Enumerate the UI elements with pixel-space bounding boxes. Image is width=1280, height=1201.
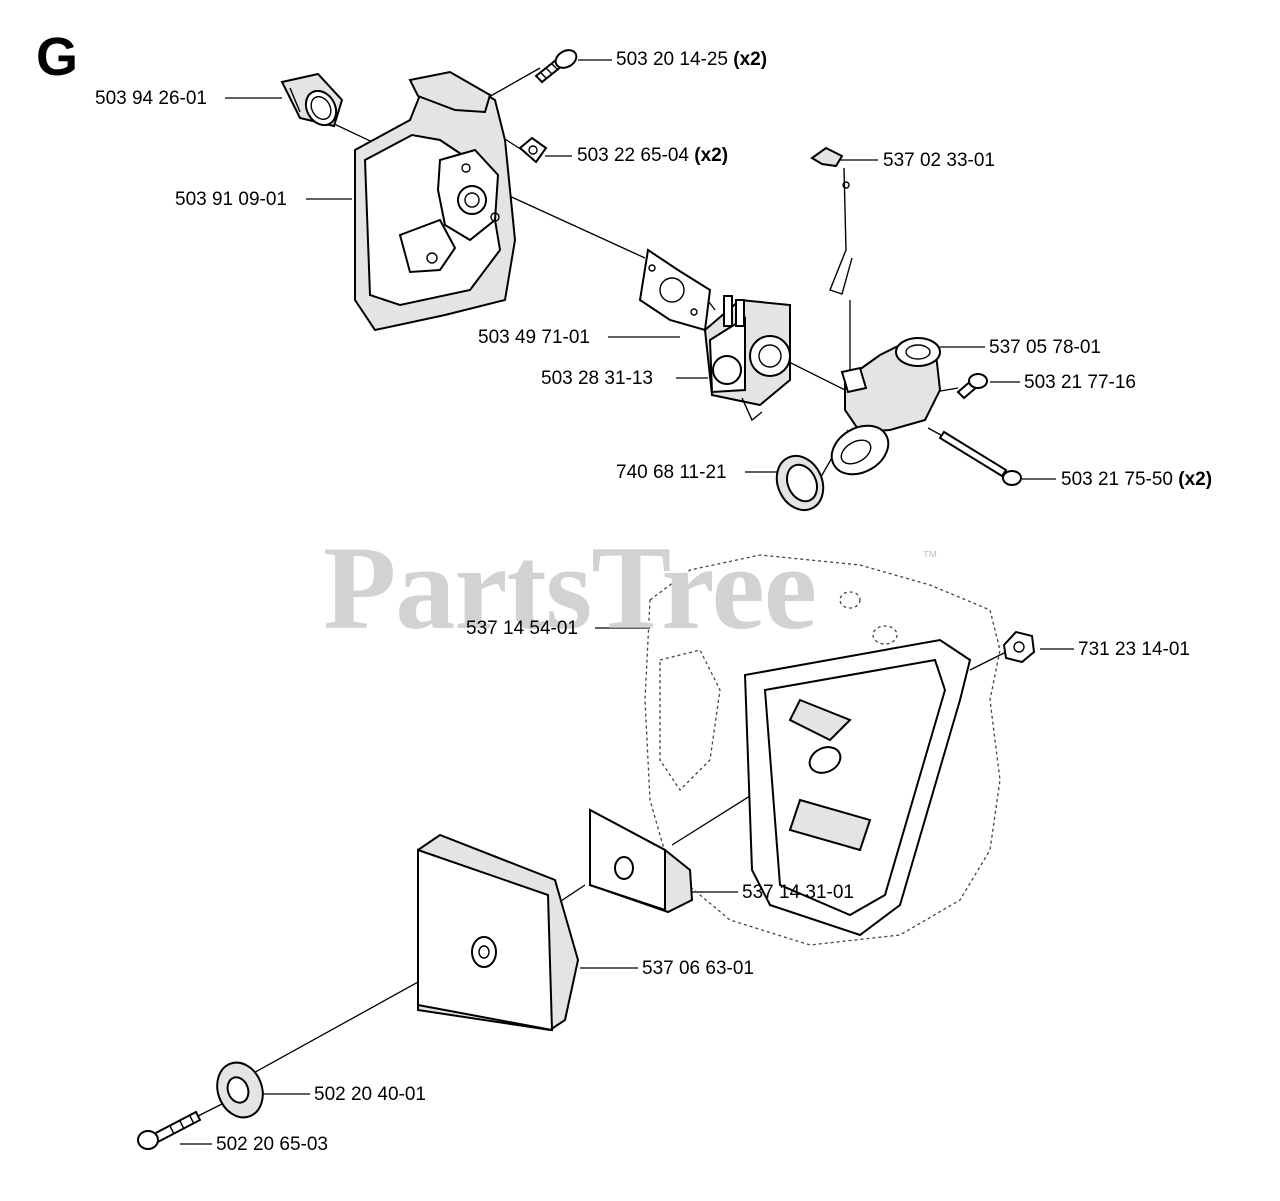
screw-part-right bbox=[956, 373, 988, 400]
choke-lever-part bbox=[810, 146, 853, 295]
gasket-part bbox=[638, 248, 712, 332]
part-number: 537 14 31-01 bbox=[742, 882, 854, 903]
filter-cover-part bbox=[417, 833, 580, 1032]
part-number: 503 94 26-01 bbox=[95, 88, 207, 109]
knob-part bbox=[216, 1061, 264, 1119]
part-number: 503 21 75-50 bbox=[1061, 469, 1173, 490]
trademark-symbol: ™ bbox=[922, 549, 938, 566]
part-label[interactable]: 503 91 09-01 bbox=[175, 190, 287, 209]
part-label[interactable]: 503 21 77-16 bbox=[1024, 373, 1136, 392]
section-letter: G bbox=[36, 27, 79, 87]
carb-adapter-part bbox=[830, 337, 942, 476]
square-nut-part bbox=[518, 136, 548, 164]
part-label[interactable]: 537 05 78-01 bbox=[989, 338, 1101, 357]
part-number: 537 06 63-01 bbox=[642, 958, 754, 979]
part-label[interactable]: 502 20 65-03 bbox=[216, 1135, 328, 1154]
part-number: 537 05 78-01 bbox=[989, 337, 1101, 358]
part-number: 503 91 09-01 bbox=[175, 189, 287, 210]
long-screw-part bbox=[938, 430, 1022, 486]
part-label[interactable]: 537 06 63-01 bbox=[642, 959, 754, 978]
part-label[interactable]: 503 21 75-50 (x2) bbox=[1061, 470, 1212, 489]
carburetor-part bbox=[703, 295, 791, 422]
part-label[interactable]: 503 49 71-01 bbox=[478, 328, 590, 347]
part-label[interactable]: 537 02 33-01 bbox=[883, 151, 995, 170]
part-number: 503 20 14-25 bbox=[616, 49, 728, 70]
bolt-part bbox=[137, 1110, 202, 1150]
part-number: 503 28 31-13 bbox=[541, 368, 653, 389]
part-label[interactable]: 503 20 14-25 (x2) bbox=[616, 50, 767, 69]
filter-element-part bbox=[589, 808, 694, 914]
part-label[interactable]: 740 68 11-21 bbox=[616, 463, 727, 482]
part-number: 503 22 65-04 bbox=[577, 145, 689, 166]
part-label[interactable]: 503 28 31-13 bbox=[541, 369, 653, 388]
watermark-text: PartsTree bbox=[323, 521, 817, 654]
part-label[interactable]: 503 22 65-04 (x2) bbox=[577, 146, 728, 165]
part-number: 503 21 77-16 bbox=[1024, 372, 1136, 393]
part-label[interactable]: 537 14 54-01 bbox=[466, 619, 578, 638]
part-number: 502 20 65-03 bbox=[216, 1134, 328, 1155]
engine-body-part bbox=[644, 554, 1036, 946]
screw-part-top bbox=[534, 49, 578, 84]
part-number: 731 23 14-01 bbox=[1078, 639, 1190, 660]
part-label[interactable]: 503 94 26-01 bbox=[95, 89, 207, 108]
part-label[interactable]: 502 20 40-01 bbox=[314, 1085, 426, 1104]
part-number: 537 02 33-01 bbox=[883, 150, 995, 171]
seal-ring-part bbox=[775, 454, 825, 512]
part-label[interactable]: 537 14 31-01 bbox=[742, 883, 854, 902]
part-number: 502 20 40-01 bbox=[314, 1084, 426, 1105]
intake-boot-part bbox=[280, 72, 344, 128]
filter-housing-part bbox=[354, 70, 517, 332]
part-quantity: (x2) bbox=[733, 49, 768, 70]
part-number: 503 49 71-01 bbox=[478, 327, 590, 348]
part-quantity: (x2) bbox=[694, 145, 729, 166]
part-label[interactable]: 731 23 14-01 bbox=[1078, 640, 1190, 659]
part-number: 740 68 11-21 bbox=[616, 462, 727, 483]
part-quantity: (x2) bbox=[1178, 469, 1213, 490]
part-number: 537 14 54-01 bbox=[466, 618, 578, 639]
